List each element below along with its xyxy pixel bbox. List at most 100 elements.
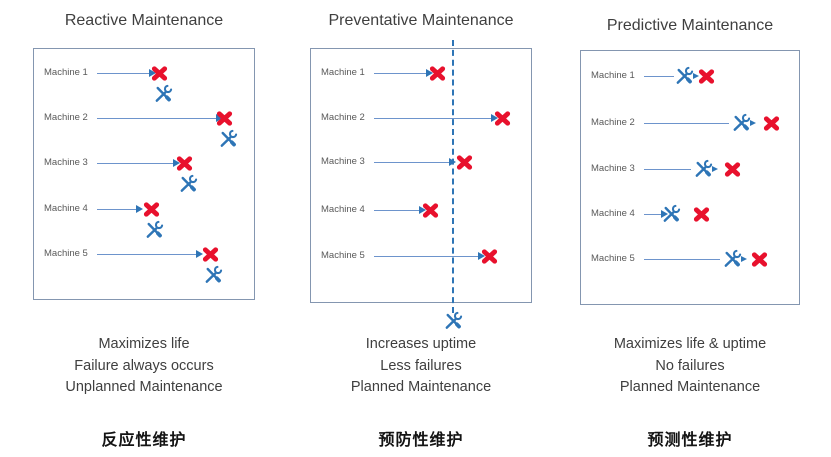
arrowhead-icon [750, 120, 756, 126]
failure-x-icon [202, 246, 219, 262]
panel-reactive: Reactive Maintenance Machine 1 Machine 2… [33, 0, 255, 457]
machine-label: Machine 2 [321, 112, 365, 123]
machine-row: Machine 1 [581, 64, 799, 88]
panel-box: Machine 1 Machine 2 Machine 3 Machine 4 … [33, 48, 255, 300]
panel-caption: Maximizes life Failure always occurs Unp… [13, 334, 275, 399]
tools-icon [443, 311, 463, 331]
panel-title: Reactive Maintenance [64, 12, 224, 29]
failure-x-icon [456, 154, 473, 170]
machine-row: Machine 1 [34, 61, 254, 102]
caption-line: Failure always occurs [74, 357, 214, 374]
panel-label-cn: 预防性维护 [378, 432, 464, 449]
arrowhead-icon [136, 205, 143, 213]
machine-label: Machine 1 [321, 67, 365, 78]
arrowhead-icon [419, 206, 426, 214]
caption-line: Maximizes life & uptime [613, 336, 767, 352]
timeline-arrow [644, 168, 691, 170]
timeline-arrow [644, 122, 729, 124]
arrowhead-icon [661, 210, 668, 218]
machine-row: Machine 2 [311, 106, 531, 130]
machine-label: Machine 3 [44, 157, 88, 168]
machine-row: Machine 3 [34, 151, 254, 192]
timeline-arrow [374, 209, 419, 211]
machine-row: Machine 5 [34, 242, 254, 283]
machine-row: Machine 3 [581, 157, 799, 181]
caption-line: Planned Maintenance [619, 379, 761, 395]
tools-icon [203, 265, 223, 285]
arrowhead-icon [693, 73, 699, 79]
machine-label: Machine 4 [321, 204, 365, 215]
machine-row: Machine 5 [581, 247, 799, 271]
timeline-arrow [644, 258, 720, 260]
caption-line: Increases uptime [365, 336, 477, 352]
failure-x-icon [151, 65, 168, 81]
panel-title: Preventative Maintenance [328, 12, 514, 29]
scheduled-maintenance-divider [452, 40, 454, 313]
machine-label: Machine 5 [321, 250, 365, 261]
panel-preventative: Preventative Maintenance Machine 1 Machi… [310, 0, 532, 457]
failure-x-icon [216, 110, 233, 126]
machine-label: Machine 1 [44, 67, 88, 78]
machine-row: Machine 1 [311, 61, 531, 85]
panel-predictive: Predictive Maintenance Machine 1 Machine… [580, 0, 800, 457]
tools-icon [722, 249, 742, 269]
caption-line: Planned Maintenance [350, 379, 492, 395]
failure-x-icon [176, 155, 193, 171]
failure-x-icon [693, 206, 710, 222]
timeline-arrow [97, 117, 216, 119]
machine-row: Machine 4 [581, 202, 799, 226]
timeline-arrow [644, 213, 661, 215]
failure-x-icon [143, 201, 160, 217]
tools-icon [674, 66, 694, 86]
failure-x-icon [751, 251, 768, 267]
panel-label-cn: 反应性维护 [101, 432, 187, 449]
panel-caption: Maximizes life & uptime No failures Plan… [560, 334, 820, 399]
caption-line: No failures [655, 357, 725, 374]
timeline-arrow [374, 117, 491, 119]
arrowhead-icon [196, 250, 203, 258]
caption-line: Less failures [380, 357, 462, 374]
machine-label: Machine 5 [44, 248, 88, 259]
machine-label: Machine 2 [44, 112, 88, 123]
failure-x-icon [494, 110, 511, 126]
machine-row: Machine 3 [311, 150, 531, 174]
timeline-arrow [374, 255, 478, 257]
tools-icon [144, 220, 164, 240]
timeline-arrow [374, 161, 449, 163]
timeline-arrow [644, 75, 674, 77]
caption-line: Maximizes life [98, 336, 190, 352]
panel-box: Machine 1 Machine 2 Machine 3 Machine 4 … [580, 50, 800, 305]
timeline-arrow [374, 72, 426, 74]
tools-icon [731, 113, 751, 133]
machine-label: Machine 1 [591, 70, 635, 81]
arrowhead-icon [478, 252, 485, 260]
failure-x-icon [422, 202, 439, 218]
tools-icon [178, 174, 198, 194]
machine-label: Machine 5 [591, 253, 635, 264]
tools-icon [218, 129, 238, 149]
arrowhead-icon [216, 114, 223, 122]
timeline-arrow [97, 208, 136, 210]
machine-label: Machine 3 [591, 163, 635, 174]
machine-label: Machine 3 [321, 156, 365, 167]
machine-label: Machine 4 [591, 208, 635, 219]
tools-icon [153, 84, 173, 104]
panel-caption: Increases uptime Less failures Planned M… [290, 334, 552, 399]
failure-x-icon [724, 161, 741, 177]
failure-x-icon [698, 68, 715, 84]
panel-label-cn: 预测性维护 [647, 432, 733, 449]
machine-label: Machine 4 [44, 203, 88, 214]
arrowhead-icon [741, 256, 747, 262]
tools-icon [661, 204, 681, 224]
arrowhead-icon [426, 69, 433, 77]
arrowhead-icon [712, 166, 718, 172]
panel-title: Predictive Maintenance [606, 17, 774, 34]
machine-row: Machine 4 [311, 198, 531, 222]
arrowhead-icon [173, 159, 180, 167]
failure-x-icon [763, 115, 780, 131]
panel-box: Machine 1 Machine 2 Machine 3 Machine 4 … [310, 40, 532, 329]
tools-icon [693, 159, 713, 179]
machine-row: Machine 5 [311, 244, 531, 268]
machine-row: Machine 2 [581, 111, 799, 135]
